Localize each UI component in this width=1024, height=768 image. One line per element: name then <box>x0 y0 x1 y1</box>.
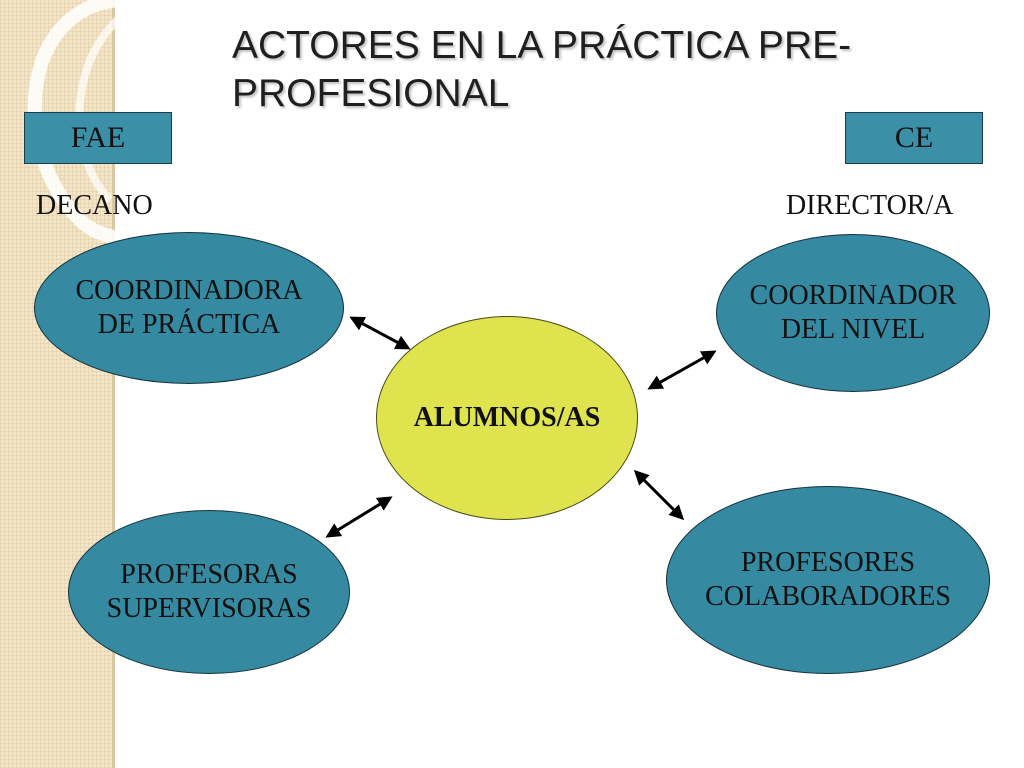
decano-label: DECANO <box>36 190 153 221</box>
side-strip-edge <box>112 0 115 768</box>
arrow-top-right <box>647 350 717 390</box>
node-profesoras-label: PROFESORAS SUPERVISORAS <box>106 559 312 624</box>
arrow-top-left <box>349 316 411 350</box>
ce-box: CE <box>845 112 983 164</box>
node-alumnos-label: ALUMNOS/AS <box>413 402 601 433</box>
node-profesores-colaboradores: PROFESORES COLABORADORES <box>666 486 990 674</box>
node-coordinadora-label: COORDINADORA DE PRÁCTICA <box>75 275 303 340</box>
slide-title: ACTORES EN LA PRÁCTICA PRE- PROFESIONAL <box>232 24 852 115</box>
node-coordinadora-de-practica: COORDINADORA DE PRÁCTICA <box>34 232 344 384</box>
director-label: DIRECTOR/A <box>786 190 954 221</box>
node-coordinador-label: COORDINADOR DEL NIVEL <box>749 280 957 345</box>
fae-box: FAE <box>24 112 172 164</box>
node-coordinador-del-nivel: COORDINADOR DEL NIVEL <box>716 234 990 392</box>
arrow-bottom-right <box>633 469 685 521</box>
node-alumnos: ALUMNOS/AS <box>376 316 638 520</box>
arrow-bottom-left <box>325 496 393 538</box>
node-profesoras-supervisoras: PROFESORAS SUPERVISORAS <box>68 510 350 674</box>
node-profesores-label: PROFESORES COLABORADORES <box>705 547 951 612</box>
